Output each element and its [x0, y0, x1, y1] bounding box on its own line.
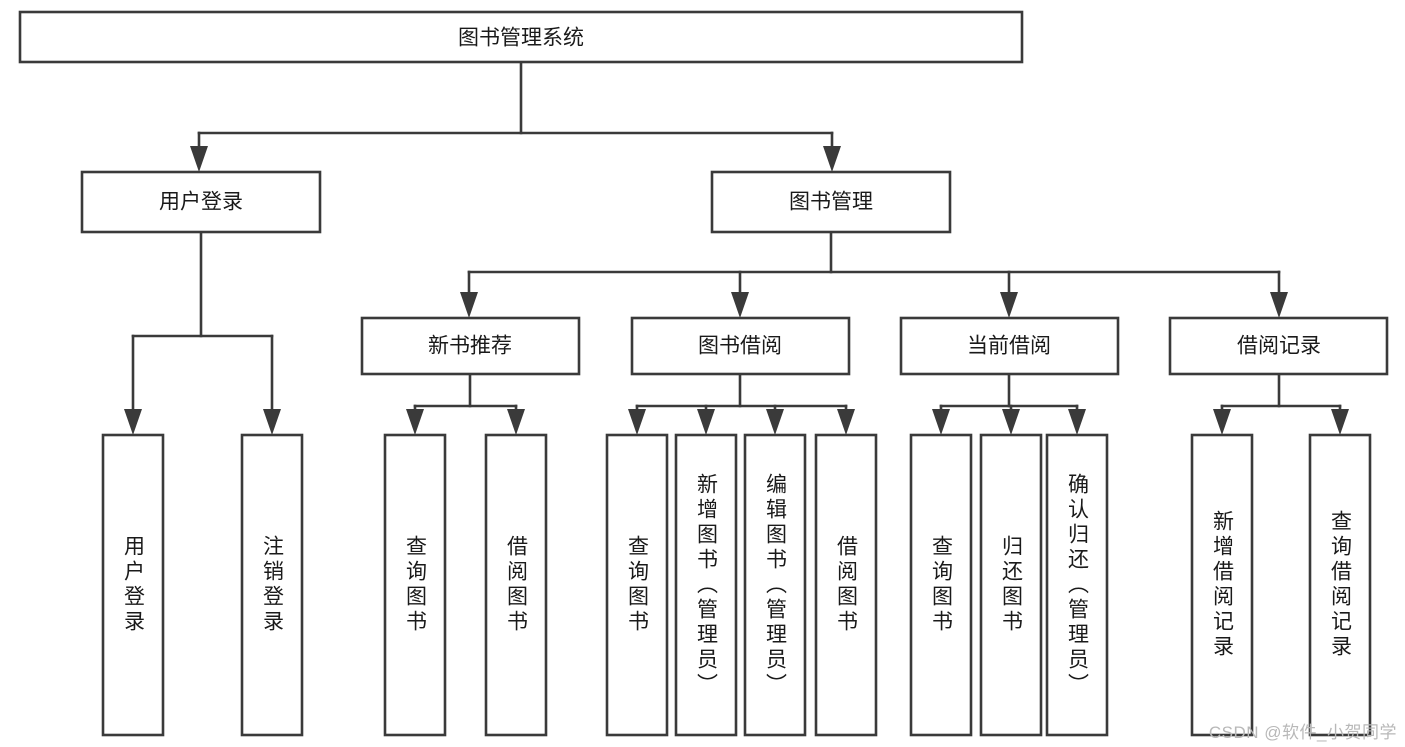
node-leaf-return-book[interactable]	[979, 433, 1043, 737]
arrowhead-current-borrow	[1000, 292, 1018, 318]
arrowhead-currentborrow-leaf-2	[1002, 409, 1020, 435]
node-book-borrow[interactable]	[630, 316, 851, 376]
connector-layer	[124, 60, 1349, 435]
node-leaf-query-book-2[interactable]	[605, 433, 669, 737]
node-current-borrow-label: 当前借阅	[967, 335, 1051, 358]
node-leaf-add-borrow-record[interactable]	[1190, 433, 1254, 737]
arrowhead-bookborrow-leaf-2	[697, 409, 715, 435]
node-book-manage[interactable]	[710, 170, 952, 234]
node-leaf-query-book-3[interactable]	[909, 433, 973, 737]
node-leaf-query-book-1[interactable]	[383, 433, 447, 737]
node-leaf-query-borrow-record[interactable]	[1308, 433, 1372, 737]
node-new-book-recommend-label: 新书推荐	[428, 335, 512, 358]
node-user-login-label: 用户登录	[159, 191, 243, 214]
arrowhead-currentborrow-leaf-1	[932, 409, 950, 435]
arrowhead-book-borrow	[731, 292, 749, 318]
node-leaf-edit-book-admin[interactable]	[743, 433, 807, 737]
arrowhead-newbook-leaf-2	[507, 409, 525, 435]
arrowhead-book-manage	[823, 146, 841, 172]
arrowhead-bookborrow-leaf-1	[628, 409, 646, 435]
arrowhead-bookborrow-leaf-4	[837, 409, 855, 435]
watermark-text: CSDN @软件_小贺同学	[1208, 723, 1397, 742]
node-root-system-label: 图书管理系统	[458, 27, 584, 50]
node-book-manage-label: 图书管理	[789, 191, 873, 214]
box-layer: 图书管理系统 用户登录 图书管理 新书推荐 图书借阅 当前借阅 借阅记录	[18, 10, 1389, 737]
arrowhead-borrowrecord-leaf-2	[1331, 409, 1349, 435]
node-leaf-borrow-book-1[interactable]	[484, 433, 548, 737]
arrowhead-currentborrow-leaf-3	[1068, 409, 1086, 435]
node-leaf-borrow-book-2[interactable]	[814, 433, 878, 737]
arrowhead-user-login	[190, 146, 208, 172]
node-current-borrow[interactable]	[899, 316, 1120, 376]
node-leaf-add-book-admin[interactable]	[674, 433, 738, 737]
node-book-borrow-label: 图书借阅	[698, 335, 782, 358]
node-leaf-user-login[interactable]	[101, 433, 165, 737]
node-user-login[interactable]	[80, 170, 322, 234]
arrowhead-leaf-logout	[263, 409, 281, 435]
node-leaf-confirm-return-admin[interactable]	[1045, 433, 1109, 737]
node-leaf-logout[interactable]	[240, 433, 304, 737]
arrowhead-newbook-leaf-1	[406, 409, 424, 435]
node-new-book-recommend[interactable]	[360, 316, 581, 376]
arrowhead-leaf-user-login	[124, 409, 142, 435]
arrowhead-borrow-record	[1270, 292, 1288, 318]
node-root-system[interactable]	[18, 10, 1024, 64]
arrowhead-bookborrow-leaf-3	[766, 409, 784, 435]
arrowhead-borrowrecord-leaf-1	[1213, 409, 1231, 435]
node-borrow-record[interactable]	[1168, 316, 1389, 376]
arrowhead-new-book-recommend	[460, 292, 478, 318]
node-borrow-record-label: 借阅记录	[1237, 335, 1321, 358]
